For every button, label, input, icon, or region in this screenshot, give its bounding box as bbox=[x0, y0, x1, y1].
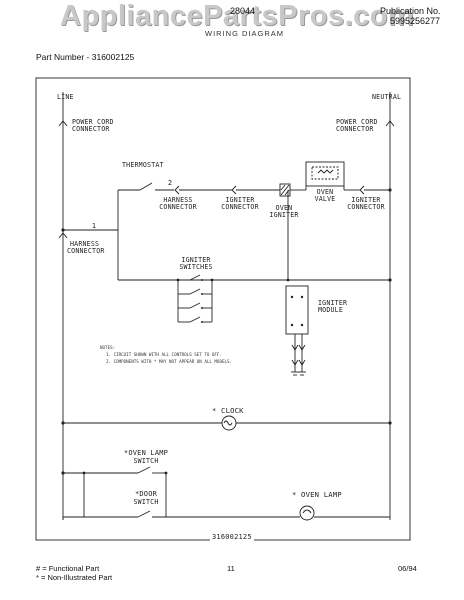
harness-upper-1: HARNESS bbox=[163, 196, 193, 204]
thermostat-label: THERMOSTAT bbox=[122, 161, 164, 169]
neutral-label: NEUTRAL bbox=[372, 93, 402, 101]
door-switch-1: *DOOR bbox=[134, 490, 158, 498]
igniter-module-1: IGNITER bbox=[318, 299, 348, 307]
igniter-conn-1-line1: IGNITER bbox=[225, 196, 255, 204]
note-1: 1. CIRCUIT SHOWN WITH ALL CONTROLS SET T… bbox=[106, 352, 222, 357]
footer-date: 06/94 bbox=[398, 564, 417, 573]
publication-number: 5995256277 bbox=[390, 16, 441, 26]
drawing-number: 316002125 bbox=[210, 533, 254, 542]
igniter-switches-1: IGNITER bbox=[181, 256, 211, 264]
power-cord-right-1: POWER CORD bbox=[336, 118, 378, 126]
oven-valve-body bbox=[305, 161, 345, 187]
notes-title: NOTES: bbox=[100, 345, 116, 350]
power-cord-left-2: CONNECTOR bbox=[72, 125, 110, 133]
oven-lamp-switch-2: SWITCH bbox=[133, 457, 159, 465]
page-number: 11 bbox=[227, 564, 235, 573]
diagram-border bbox=[35, 77, 411, 541]
harness-connector-left bbox=[58, 232, 68, 239]
oven-igniter-1: OVEN bbox=[275, 204, 293, 212]
model-number: 28044 bbox=[230, 6, 256, 16]
igniter-conn-2-line1: IGNITER bbox=[351, 196, 381, 204]
igniter-module-2: MODULE bbox=[318, 306, 344, 314]
igniter-conn-1-line2: CONNECTOR bbox=[221, 203, 259, 211]
igniter-conn-2-line2: CONNECTOR bbox=[347, 203, 385, 211]
diagram-title: WIRING DIAGRAM bbox=[205, 29, 284, 38]
functional-part-legend: # = Functional Part bbox=[36, 564, 100, 573]
watermark: AppliancePartsPros.com bbox=[60, 0, 415, 32]
plug-left bbox=[58, 120, 68, 127]
connector-num-2: 2 bbox=[168, 179, 173, 187]
line-label: LINE bbox=[57, 93, 74, 101]
oven-lamp-label: * OVEN LAMP bbox=[292, 490, 342, 499]
oven-lamp-switch-1: *OVEN LAMP bbox=[123, 449, 169, 457]
note-2: 2. COMPONENTS WITH * MAY NOT APPEAR ON A… bbox=[106, 359, 233, 364]
igniter-switches-2: SWITCHES bbox=[179, 263, 213, 271]
igniter-module-box bbox=[285, 285, 309, 335]
harness-left-2: CONNECTOR bbox=[67, 247, 105, 255]
connector-num-1: 1 bbox=[92, 222, 97, 230]
clock-label: * CLOCK bbox=[212, 406, 244, 415]
harness-left-1: HARNESS bbox=[70, 240, 100, 248]
non-illustrated-legend: * = Non-Illustrated Part bbox=[36, 573, 113, 582]
door-switch-2: SWITCH bbox=[133, 498, 159, 506]
power-cord-right-2: CONNECTOR bbox=[336, 125, 374, 133]
publication-label: Publication No. bbox=[380, 6, 441, 16]
power-cord-left-1: POWER CORD bbox=[72, 118, 114, 126]
oven-lamp-symbol bbox=[299, 505, 315, 521]
oven-valve-1: OVEN bbox=[316, 188, 334, 196]
plug-right bbox=[385, 120, 395, 127]
harness-upper-2: CONNECTOR bbox=[159, 203, 197, 211]
oven-valve-2: VALVE bbox=[314, 195, 336, 203]
oven-igniter-2: IGNITER bbox=[269, 211, 299, 219]
part-number: Part Number - 316002125 bbox=[36, 52, 135, 62]
